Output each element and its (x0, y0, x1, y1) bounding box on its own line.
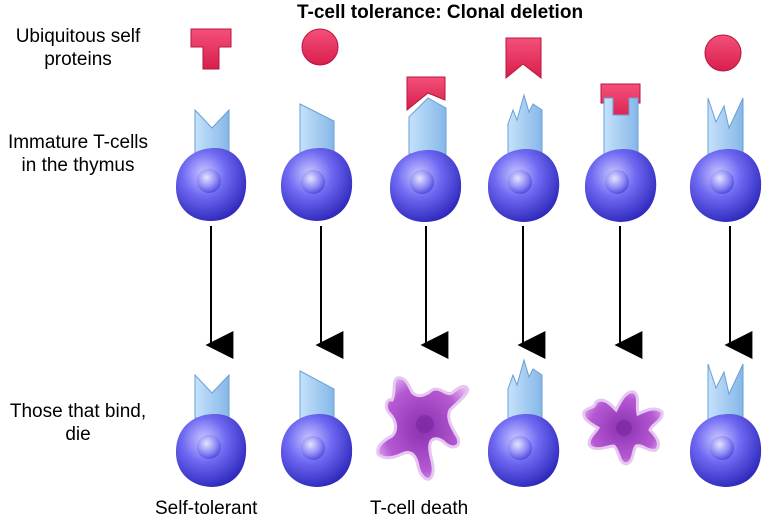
tcell (389, 149, 462, 222)
tcell (175, 413, 247, 487)
protein-circle (704, 34, 742, 72)
tcell (175, 147, 247, 221)
row-label-line: proteins (44, 49, 112, 70)
tcell (487, 413, 560, 487)
protein-notched-flag (505, 37, 542, 80)
dead-tcell (582, 390, 664, 466)
immature-tcells (175, 147, 762, 222)
row-label-line: die (65, 424, 91, 445)
protein-bent-flag (406, 76, 446, 112)
tcell (280, 413, 353, 487)
row-label-line: in the thymus (21, 155, 135, 176)
figure-title: T-cell tolerance: Clonal deletion (296, 2, 584, 23)
protein-circle (301, 28, 339, 66)
caption-self-tolerant: Self-tolerant (155, 498, 258, 519)
tcell-receptor (194, 93, 744, 155)
row-label-bind-die: Those that bind, die (0, 400, 156, 446)
row-label-line: Ubiquitous self (15, 26, 141, 47)
tcell (487, 148, 560, 222)
row-label-line: Those that bind, (9, 401, 147, 422)
row-label-immature-tcells: Immature T-cells in the thymus (0, 131, 156, 177)
tcell (584, 148, 657, 222)
arrows (205, 226, 753, 359)
protein-t-shape (190, 28, 232, 70)
caption-cell-death: T-cell death (370, 498, 469, 519)
dead-tcell (376, 376, 470, 481)
tcell (689, 148, 762, 222)
row-label-self-proteins: Ubiquitous self proteins (0, 25, 156, 71)
tcell-receptor-row3 (194, 358, 744, 421)
row-label-line: Immature T-cells (7, 132, 149, 153)
surviving-tcells (175, 413, 762, 487)
tcell (689, 413, 762, 487)
tcell (280, 147, 353, 221)
